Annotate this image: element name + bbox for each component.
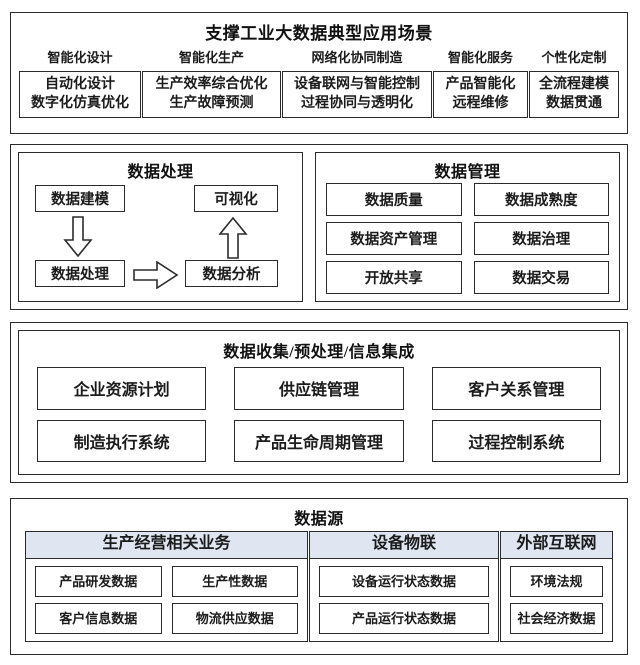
app-box-intelligent-design[interactable]: 自动化设计 数字化仿真优化	[19, 71, 141, 118]
source-column-external-internet: 外部互联网 环境法规 社会经济数据	[500, 531, 613, 642]
app-box-line: 数字化仿真优化	[31, 95, 129, 111]
source-item-socioeconomic-data[interactable]: 社会经济数据	[510, 602, 603, 634]
source-item-product-status-data[interactable]: 产品运行状态数据	[319, 602, 489, 634]
source-column-header: 生产经营相关业务	[26, 532, 307, 559]
app-column-intelligent-design: 智能化设计 自动化设计 数字化仿真优化	[19, 47, 141, 118]
data-sources-section: 数据源 生产经营相关业务 产品研发数据 生产性数据 客户信息数据 物流供应数据 …	[10, 498, 628, 655]
app-box-line: 过程协同与透明化	[301, 95, 413, 111]
data-collection-title: 数据收集/预处理/信息集成	[223, 344, 415, 361]
arrow-down-icon	[63, 216, 93, 258]
app-box-personalized-customization[interactable]: 全流程建模 数据贯通	[529, 71, 619, 118]
app-box-line: 产品智能化	[445, 76, 516, 92]
source-items-list: 环境法规 社会经济数据	[501, 559, 612, 641]
data-processing-title: 数据处理	[127, 164, 194, 181]
node-data-analysis[interactable]: 数据分析	[185, 260, 278, 287]
data-management-panel: 数据管理 数据质量 数据成熟度 数据资产管理 数据治理 开放共享 数据交易	[315, 152, 620, 302]
node-data-processing[interactable]: 数据处理	[35, 260, 125, 287]
arrow-right-icon	[133, 261, 179, 289]
app-box-line: 设备联网与智能控制	[294, 76, 420, 92]
application-scenarios-title: 支撑工业大数据典型应用场景	[205, 24, 433, 43]
collect-cell-scm[interactable]: 供应链管理	[234, 367, 404, 410]
source-items-list: 设备运行状态数据 产品运行状态数据	[310, 559, 498, 641]
collect-cell-plm[interactable]: 产品生命周期管理	[234, 419, 404, 462]
app-box-networked-collaborative-manufacturing[interactable]: 设备联网与智能控制 过程协同与透明化	[282, 71, 432, 118]
app-box-intelligent-production[interactable]: 生产效率综合优化 生产故障预测	[142, 71, 281, 118]
source-items-list: 产品研发数据 生产性数据 客户信息数据 物流供应数据	[26, 559, 307, 641]
data-management-grid: 数据质量 数据成熟度 数据资产管理 数据治理 开放共享 数据交易	[326, 183, 609, 294]
data-management-title: 数据管理	[434, 164, 501, 181]
app-box-intelligent-service[interactable]: 产品智能化 远程维修	[433, 71, 528, 118]
source-item-rnd-data[interactable]: 产品研发数据	[35, 565, 162, 597]
mgmt-cell-data-asset-mgmt[interactable]: 数据资产管理	[326, 222, 462, 255]
app-box-line: 远程维修	[452, 95, 509, 111]
app-box-line: 自动化设计	[45, 76, 115, 92]
collect-cell-erp[interactable]: 企业资源计划	[37, 367, 207, 410]
data-processing-panel: 数据处理 数据建模 数据处理 可视化 数据分析	[18, 152, 303, 302]
data-collection-grid: 企业资源计划 供应链管理 客户关系管理 制造执行系统 产品生命周期管理 过程控制…	[37, 367, 601, 462]
arrow-up-icon	[218, 216, 248, 260]
app-box-line: 生产故障预测	[169, 95, 254, 111]
mgmt-cell-data-maturity[interactable]: 数据成熟度	[473, 183, 609, 216]
app-column-personalized-customization: 个性化定制 全流程建模 数据贯通	[529, 47, 619, 118]
app-column-intelligent-production: 智能化生产 生产效率综合优化 生产故障预测	[142, 47, 281, 118]
node-data-modeling[interactable]: 数据建模	[35, 185, 125, 212]
app-column-heading: 智能化生产	[178, 50, 244, 65]
collect-cell-pcs[interactable]: 过程控制系统	[431, 419, 601, 462]
app-box-line: 全流程建模	[539, 76, 609, 92]
app-box-line: 数据贯通	[546, 95, 602, 111]
data-sources-columns: 生产经营相关业务 产品研发数据 生产性数据 客户信息数据 物流供应数据 设备物联…	[25, 531, 613, 642]
node-visualization[interactable]: 可视化	[194, 185, 278, 212]
data-processing-and-management-section: 数据处理 数据建模 数据处理 可视化 数据分析	[10, 144, 628, 310]
source-item-customer-data[interactable]: 客户信息数据	[35, 602, 162, 634]
source-item-equipment-status-data[interactable]: 设备运行状态数据	[319, 565, 489, 597]
mgmt-cell-data-quality[interactable]: 数据质量	[326, 183, 462, 216]
source-item-production-data[interactable]: 生产性数据	[171, 565, 298, 597]
application-scenario-columns: 智能化设计 自动化设计 数字化仿真优化 智能化生产 生产效率综合优化 生产故障预…	[19, 47, 619, 125]
source-column-equipment-iot: 设备物联 设备运行状态数据 产品运行状态数据	[309, 531, 499, 642]
collect-cell-mes[interactable]: 制造执行系统	[37, 419, 207, 462]
source-column-header: 设备物联	[310, 532, 498, 559]
application-scenarios-section: 支撑工业大数据典型应用场景 智能化设计 自动化设计 数字化仿真优化 智能化生产 …	[10, 12, 628, 134]
data-collection-section: 数据收集/预处理/信息集成 企业资源计划 供应链管理 客户关系管理 制造执行系统…	[10, 322, 628, 483]
source-item-environmental-regulations[interactable]: 环境法规	[510, 565, 603, 597]
source-column-business-operations: 生产经营相关业务 产品研发数据 生产性数据 客户信息数据 物流供应数据	[25, 531, 308, 642]
mgmt-cell-data-governance[interactable]: 数据治理	[473, 222, 609, 255]
app-column-heading: 智能化服务	[447, 50, 513, 65]
app-column-heading: 个性化定制	[541, 50, 607, 65]
app-column-heading: 智能化设计	[47, 50, 113, 65]
mgmt-cell-data-exchange[interactable]: 数据交易	[473, 261, 609, 294]
data-sources-title: 数据源	[294, 511, 344, 528]
app-box-line: 生产效率综合优化	[155, 76, 268, 92]
data-collection-inner-frame: 数据收集/预处理/信息集成 企业资源计划 供应链管理 客户关系管理 制造执行系统…	[18, 330, 620, 475]
source-column-header: 外部互联网	[501, 532, 612, 559]
app-column-heading: 网络化协同制造	[311, 50, 403, 65]
data-processing-flow: 数据建模 数据处理 可视化 数据分析	[19, 183, 302, 295]
collect-cell-crm[interactable]: 客户关系管理	[431, 367, 601, 410]
app-column-networked-collaborative-manufacturing: 网络化协同制造 设备联网与智能控制 过程协同与透明化	[282, 47, 432, 118]
mgmt-cell-open-sharing[interactable]: 开放共享	[326, 261, 462, 294]
source-item-logistics-data[interactable]: 物流供应数据	[171, 602, 298, 634]
app-column-intelligent-service: 智能化服务 产品智能化 远程维修	[433, 47, 528, 118]
